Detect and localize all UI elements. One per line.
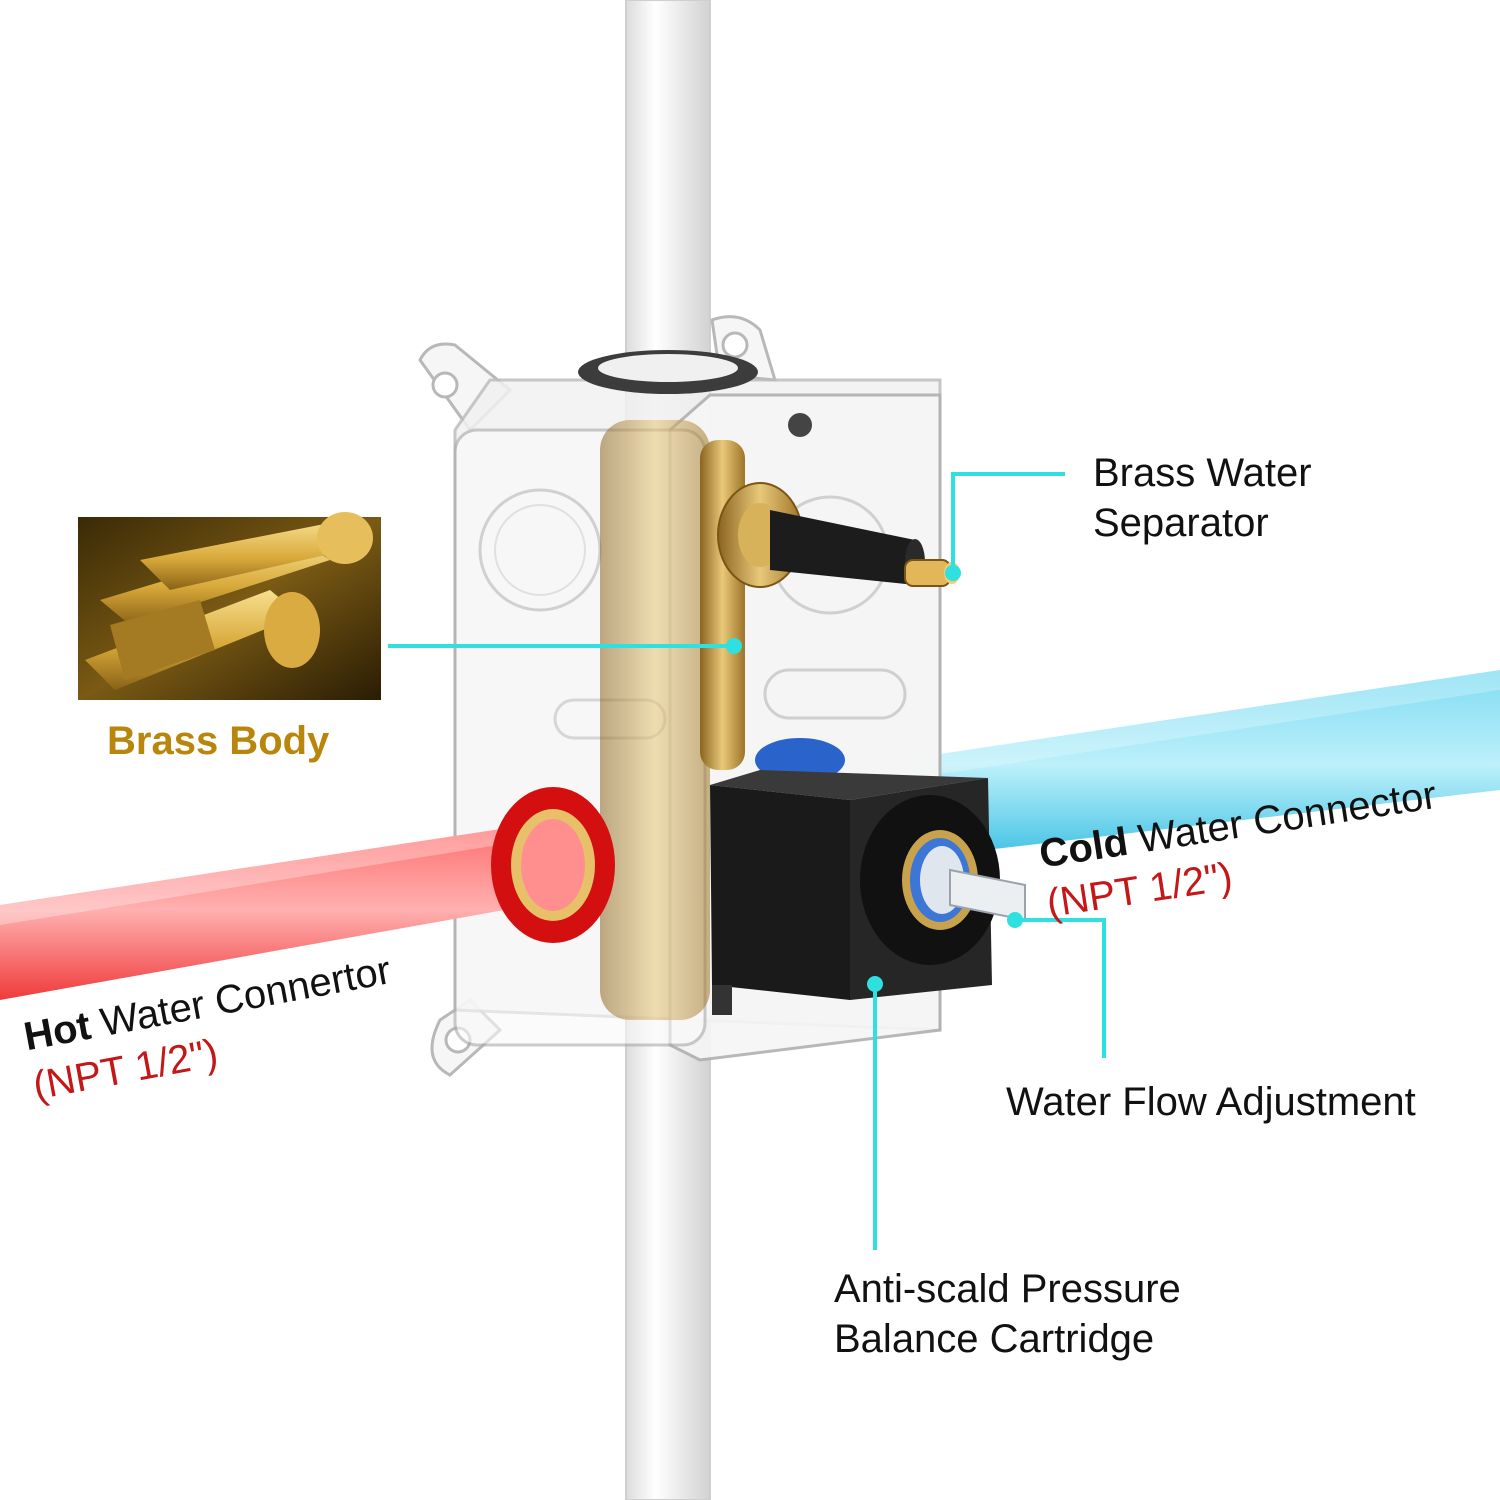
dot-flow: [1007, 912, 1023, 928]
label-separator-line1: Brass Water: [1093, 451, 1312, 495]
dot-cartridge: [867, 976, 883, 992]
label-cartridge-line2: Balance Cartridge: [834, 1317, 1155, 1361]
cold-water-pipe: [900, 670, 1500, 860]
leader-flow: [1015, 918, 1106, 1058]
cartridge-cube: [710, 770, 1026, 1000]
label-hot-strong: Hot: [20, 1003, 95, 1060]
leader-lines: [388, 472, 1106, 1250]
diverter-stem: [717, 482, 960, 588]
brass-bar-stock-image: [78, 512, 381, 700]
label-cartridge-line1: Anti-scald Pressure: [834, 1267, 1181, 1311]
dot-brass-body: [726, 638, 742, 654]
label-brass-water-separator: Brass Water Separator: [1093, 448, 1312, 548]
hot-fitting: [491, 787, 615, 943]
dot-separator: [945, 565, 961, 581]
label-separator-line2: Separator: [1093, 501, 1269, 545]
label-cartridge: Anti-scald Pressure Balance Cartridge: [834, 1264, 1181, 1364]
label-brass-body: Brass Body: [107, 719, 330, 763]
leader-separator: [951, 472, 1065, 573]
label-water-flow-adjustment: Water Flow Adjustment: [1006, 1080, 1416, 1124]
hot-water-pipe: [0, 820, 560, 1000]
